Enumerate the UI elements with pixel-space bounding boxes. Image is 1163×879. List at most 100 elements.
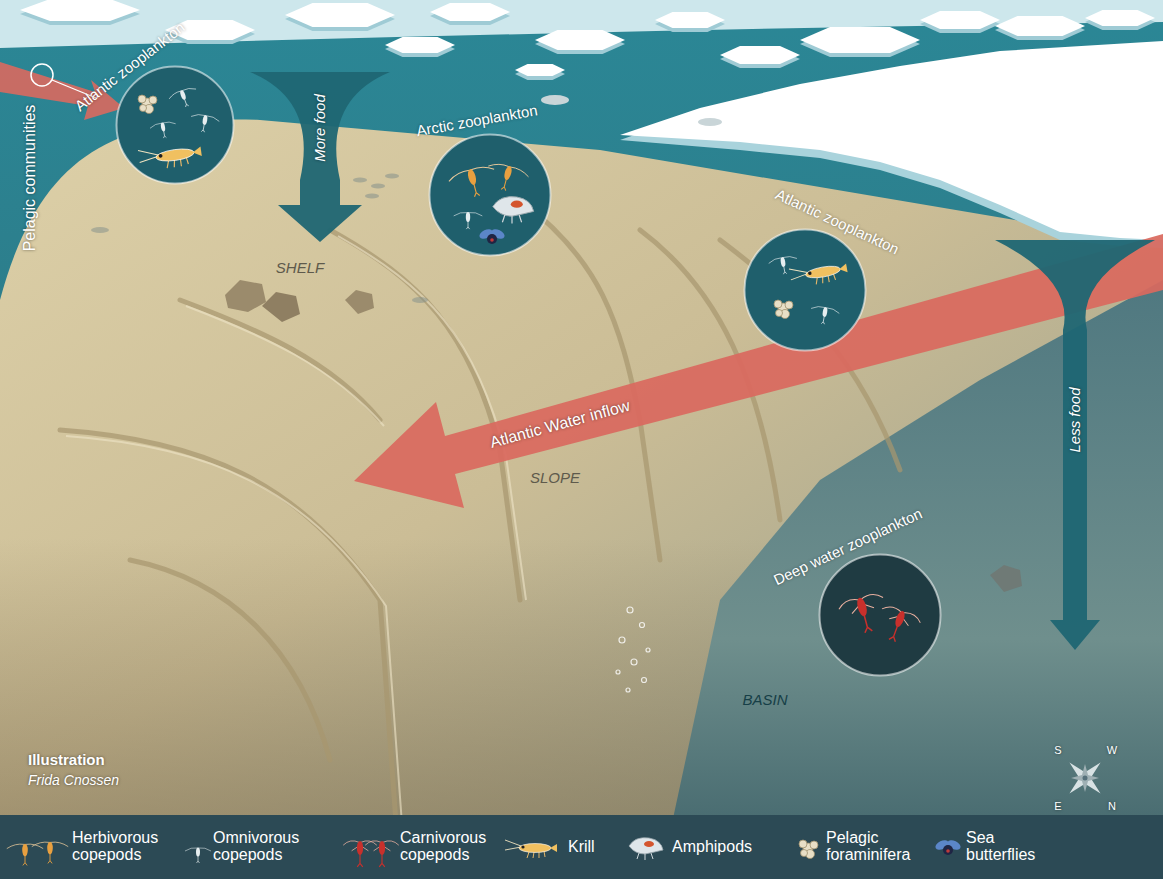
ice-floe <box>430 3 510 21</box>
krill-figure-part <box>155 147 195 163</box>
foraminifera-figure-part <box>799 840 807 848</box>
zooplankton-figures <box>768 255 849 327</box>
copepod-figure-part <box>782 266 787 274</box>
carnivorous-copepod-figure <box>365 841 399 867</box>
foraminifera-figure-part <box>140 105 147 112</box>
copepod-figure <box>809 305 840 327</box>
compass-rose-part <box>1083 776 1088 781</box>
foraminifera-figure <box>138 95 157 114</box>
copepod-figure-part <box>501 179 509 191</box>
circle-ground <box>430 135 551 256</box>
zone-label: SHELF <box>276 260 324 277</box>
sea-butterfly-figure-part <box>490 238 494 242</box>
carnivorous-copepod-figure-part <box>855 597 868 618</box>
copepod-figure <box>185 848 211 864</box>
legend-text: Amphipods <box>672 839 752 856</box>
seal-silhouettes-part <box>541 95 569 105</box>
copepod-figure <box>768 255 799 277</box>
seafloor-shelf <box>0 120 1163 879</box>
foraminifera-figure-part <box>149 96 157 104</box>
sea-butterfly-figure <box>478 227 506 244</box>
foraminifera-figure-part <box>785 301 793 309</box>
foraminifera-figure <box>799 840 818 859</box>
ice-floe <box>800 27 920 53</box>
circle-outline <box>743 228 867 352</box>
copepod-figure <box>149 120 177 140</box>
boulders-part <box>345 290 374 314</box>
copepod-figure-part <box>48 854 52 864</box>
krill-figure-part <box>192 147 202 158</box>
sea-ice-sheet <box>620 41 1163 240</box>
seafloor-shade <box>0 120 1163 879</box>
flux-label: Less food <box>1067 387 1084 452</box>
copepod-figure-part <box>822 307 828 318</box>
carnivorous-copepod-figure <box>343 841 377 867</box>
fish-school-part <box>365 194 379 199</box>
gas-bubbles-part <box>631 659 637 665</box>
credit-name: Frida Cnossen <box>28 773 119 788</box>
compass-letter: N <box>1108 800 1116 812</box>
legend-entry: Krill <box>568 815 595 879</box>
krill-figure-part <box>789 266 808 280</box>
copepod-figure-part <box>780 257 786 268</box>
boulders-part <box>262 292 300 322</box>
compass-rose <box>1054 747 1116 809</box>
copepod-figure-part <box>466 221 469 229</box>
zooplankton-circle: Deep water zooplankton <box>818 553 942 677</box>
foraminifera-figure-part <box>774 300 782 308</box>
foraminifera-figure-part <box>138 95 146 103</box>
fish-school <box>91 174 428 304</box>
circle-outline <box>115 65 235 185</box>
zone-label: SLOPE <box>530 470 580 487</box>
sea-butterfly-figure-part <box>946 849 950 853</box>
slope-cliffs-part <box>520 200 660 560</box>
legend-text: Omnivorous copepods <box>213 830 313 864</box>
gas-bubbles-part <box>642 678 647 683</box>
krill-figure-part <box>550 844 557 852</box>
carnivorous-copepod-figure-part <box>379 854 385 867</box>
credit-heading: Illustration <box>28 752 105 769</box>
compass-letter: W <box>1107 744 1117 756</box>
foraminifera-figure-part <box>810 841 818 849</box>
circle-outline <box>818 553 942 677</box>
carnivorous-copepod-figure-part <box>837 592 885 617</box>
krill-figure-part <box>138 148 159 163</box>
ice-floe <box>385 37 455 53</box>
carnivorous-copepod-figure-part <box>357 841 363 855</box>
gas-bubbles-part <box>640 623 645 628</box>
fish-school-part <box>353 178 367 183</box>
krill-figure <box>789 259 849 288</box>
legend-entry: Pelagic foraminifera <box>826 815 926 879</box>
region-label: Pelagic communities <box>21 105 39 252</box>
compass-letter: E <box>1054 800 1061 812</box>
amphipod-figure-part <box>493 197 534 217</box>
amphipod-figure-part <box>637 853 653 860</box>
gas-bubbles-part <box>627 607 633 613</box>
ice-floe <box>535 30 625 50</box>
slope-cliffs <box>60 200 900 879</box>
copepod-figure <box>32 842 68 864</box>
copepod-figure-part <box>179 90 187 101</box>
legend-text: Herbivorous copepods <box>72 830 172 864</box>
legend-entry: Carnivorous copepods <box>400 815 500 879</box>
circle-ground <box>820 555 941 676</box>
sea-butterfly-figure-part <box>487 234 497 244</box>
carnivorous-copepod-figure-part <box>379 841 385 855</box>
zone-label: BASIN <box>742 692 787 709</box>
copepod-figure-part <box>23 856 27 866</box>
copepod-figure-part <box>47 842 53 855</box>
seal-silhouettes-part <box>698 118 722 126</box>
legend-bar <box>0 815 1163 879</box>
amphipod-figure <box>629 838 663 860</box>
krill-figure-part <box>808 271 812 275</box>
carnivorous-copepod-figure-part <box>357 854 363 867</box>
amphipod-figure <box>493 197 534 224</box>
foraminifera-figure <box>774 300 793 319</box>
copepod-figure-part <box>471 183 479 197</box>
zooplankton-figures <box>447 161 533 244</box>
amphipod-figure-part <box>511 201 523 208</box>
amphipod-figure-part <box>502 215 521 223</box>
legend-text: Pelagic foraminifera <box>826 830 926 864</box>
